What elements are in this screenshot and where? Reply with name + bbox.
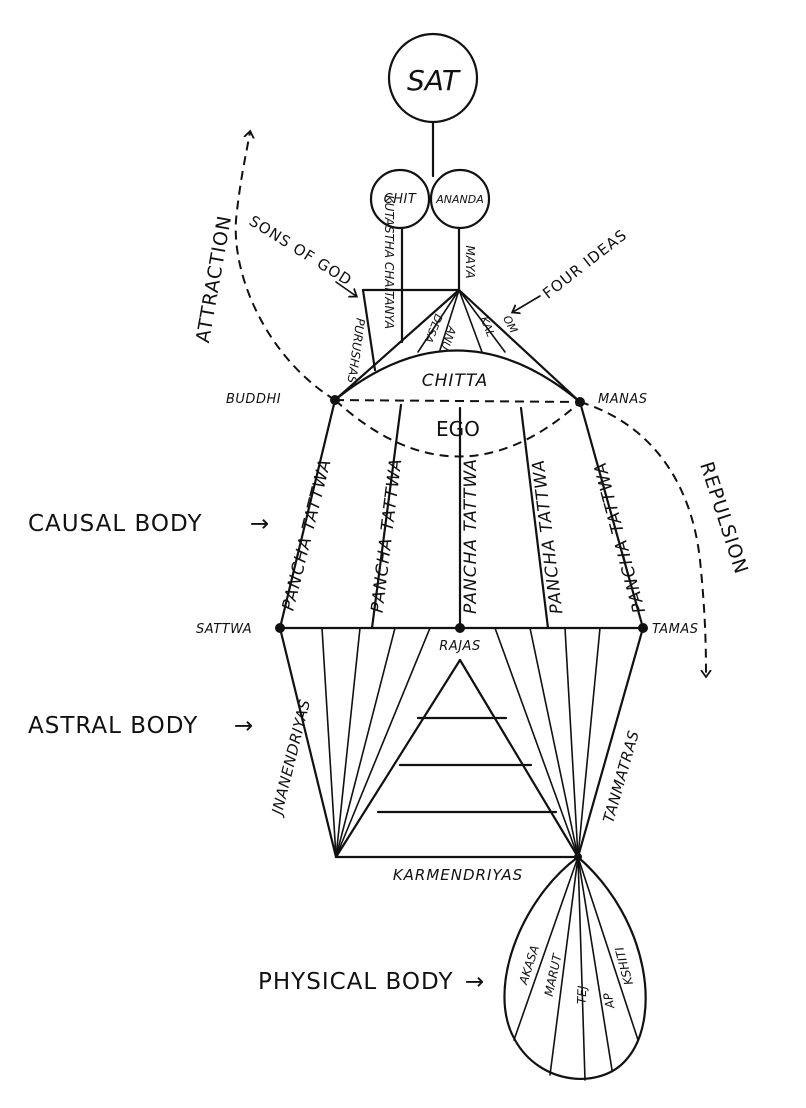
left-fan-4 [335,627,431,858]
physical-body-callout: PHYSICAL BODY → [258,969,485,995]
pyramid-left [334,658,462,859]
jnanendriyas-side [278,626,338,859]
chit-circle [369,168,431,230]
kutastha-label: KUTASTHA CHAITANYA [382,195,396,329]
physical-ray-3 [577,856,586,1081]
causal-left-side [278,398,337,630]
tamas-label: TAMAS [652,622,699,637]
desa-ray [417,289,460,353]
chit-label: CHIT [384,192,417,207]
causal-body-arrow: → [250,511,270,537]
rajas-label: RAJAS [439,639,480,654]
om-ray [458,289,506,353]
right-fan-2 [564,627,579,858]
physical-ray-2 [549,856,579,1076]
jnanendriyas-label: JNANENDRIYAS [267,697,314,819]
causal-body-label: CAUSAL BODY [28,511,203,537]
attraction-arc [234,132,336,401]
pyramid-right [458,658,580,859]
manas-label: MANAS [598,392,647,407]
buddhi-label: BUDDHI [226,392,281,407]
ego-label: EGO [436,417,480,441]
pancha-tattwa-2: PANCHA TATTWA [368,457,407,614]
purusha-line [361,288,377,372]
chitta-arc-upper [333,349,582,404]
element-tej: TEJ [575,985,590,1004]
right-fan-1 [577,627,601,858]
sattwa-label: SATTWA [196,622,252,637]
element-akasa: AKASA [516,944,542,987]
pancha-tattwa-4: PANCHA TATTWA [529,458,568,615]
left-fan-1 [321,627,337,858]
right-fan-3 [529,627,579,858]
attraction-label: ATTRACTION [192,213,236,344]
maya-label: MAYA [463,245,477,278]
repulsion-arc [579,401,706,676]
four-ideas-label: FOUR IDEAS [539,226,630,303]
causal-body-callout: CAUSAL BODY → [28,511,270,537]
kal-ray [458,289,483,353]
pancha-tattwa-1: PANCHA TATTWA [279,457,336,613]
maya-to-manas [457,288,582,404]
physical-ray-5 [577,856,639,1041]
ego-arc-lower [334,399,581,458]
physical-body-label: PHYSICAL BODY [258,969,454,995]
right-fan-4 [494,627,579,858]
physical-teardrop [503,855,647,1080]
astral-body-callout: ASTRAL BODY → [28,713,254,739]
sat-label: SAT [407,64,461,97]
repulsion-label: REPULSION [695,459,752,577]
buddhi-manas-axis [334,399,581,403]
tanmatras-side [576,626,645,859]
element-kshiti: KSHITI [612,945,636,987]
ananda-label: ANANDA [435,193,484,206]
pancha-tattwa-5: PANCHA TATTWA [590,459,650,615]
four-ideas-arrow [513,295,541,312]
causal-line-2 [370,403,403,630]
anu-ray [439,289,460,351]
physical-body-arrow: → [465,969,485,995]
om-label: OM [500,313,520,336]
left-fan-3 [335,627,396,858]
physical-ray-1 [513,856,579,1041]
element-ap: AP [601,991,618,1010]
sons-of-god-arrow [335,281,356,296]
kal-label: KAL [477,315,497,339]
pancha-tattwa-3: PANCHA TATTWA [461,458,481,614]
astral-body-label: ASTRAL BODY [28,713,198,739]
sons-of-god-label: SONS OF GOD [246,212,356,290]
chitta-label: CHITTA [422,371,489,391]
karmendriyas-label: KARMENDRIYAS [393,866,523,884]
causal-right-side [578,400,645,630]
causal-line-4 [519,406,550,630]
physical-ray-4 [577,856,613,1071]
left-fan-2 [335,627,361,858]
tanmatras-label: TANMATRAS [599,728,643,825]
astral-body-arrow: → [234,713,254,739]
maya-to-buddhi [333,288,461,402]
rajas-node [455,623,465,633]
